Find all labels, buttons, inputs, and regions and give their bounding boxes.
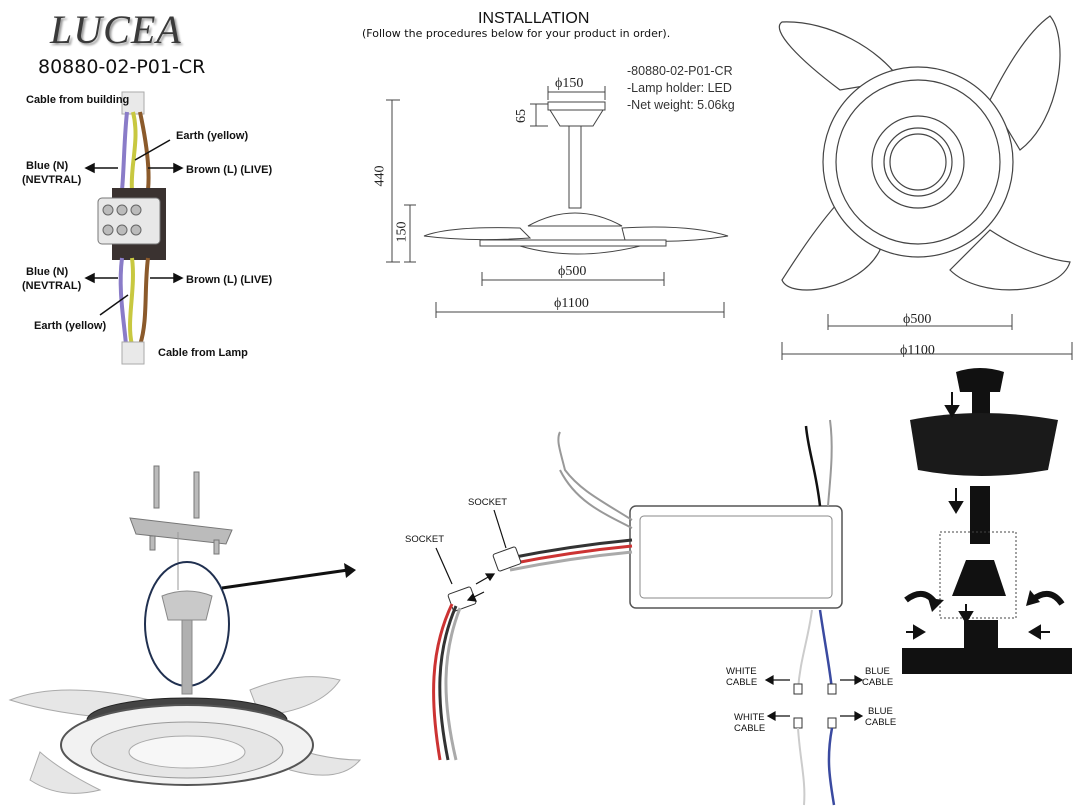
model-number: 80880-02-P01-CR: [38, 56, 206, 78]
label-white-cable-top: WHITE: [726, 666, 757, 677]
label-brown-top: Brown (L) (LIVE): [186, 164, 273, 176]
label-cable-from-lamp: Cable from Lamp: [158, 347, 248, 359]
label-blue-cable-top: BLUE: [865, 666, 890, 677]
top-dim-span-diameter: ϕ1100: [900, 343, 935, 358]
installation-title: INSTALLATION: [478, 10, 590, 27]
label-blue-cable-bottom-2: CABLE: [865, 717, 897, 728]
spec-net-weight: -Net weight: 5.06kg: [627, 98, 735, 112]
dim-lamp-diameter: ϕ500: [558, 264, 587, 279]
label-white-cable-bottom-2: CABLE: [734, 723, 766, 734]
label-blue-cable-top-2: CABLE: [862, 677, 894, 688]
label-earth-bottom: Earth (yellow): [34, 320, 107, 332]
label-cable-from-building: Cable from building: [26, 94, 130, 106]
label-nevtral-bottom: (NEVTRAL): [22, 280, 82, 292]
label-blue-top: Blue (N): [26, 160, 69, 172]
label-socket-left: SOCKET: [405, 534, 445, 545]
label-blue-bottom: Blue (N): [26, 266, 69, 278]
label-white-cable-bottom: WHITE: [734, 712, 765, 723]
dim-span-diameter: ϕ1100: [554, 296, 589, 311]
installation-subtitle: (Follow the procedures below for your pr…: [362, 27, 671, 40]
label-nevtral-top: (NEVTRAL): [22, 174, 82, 186]
label-brown-bottom: Brown (L) (LIVE): [186, 274, 273, 286]
label-white-cable-top-2: CABLE: [726, 677, 758, 688]
dim-canopy-diameter: ϕ150: [555, 76, 584, 91]
label-socket-right: SOCKET: [468, 497, 508, 508]
label-earth-top: Earth (yellow): [176, 130, 249, 142]
label-blue-cable-bottom: BLUE: [868, 706, 893, 717]
brand-logo: LUCEA: [50, 7, 182, 52]
spec-model: -80880-02-P01-CR: [627, 64, 733, 78]
spec-lamp-holder: -Lamp holder: LED: [627, 81, 732, 95]
top-dim-lamp-diameter: ϕ500: [903, 312, 932, 327]
